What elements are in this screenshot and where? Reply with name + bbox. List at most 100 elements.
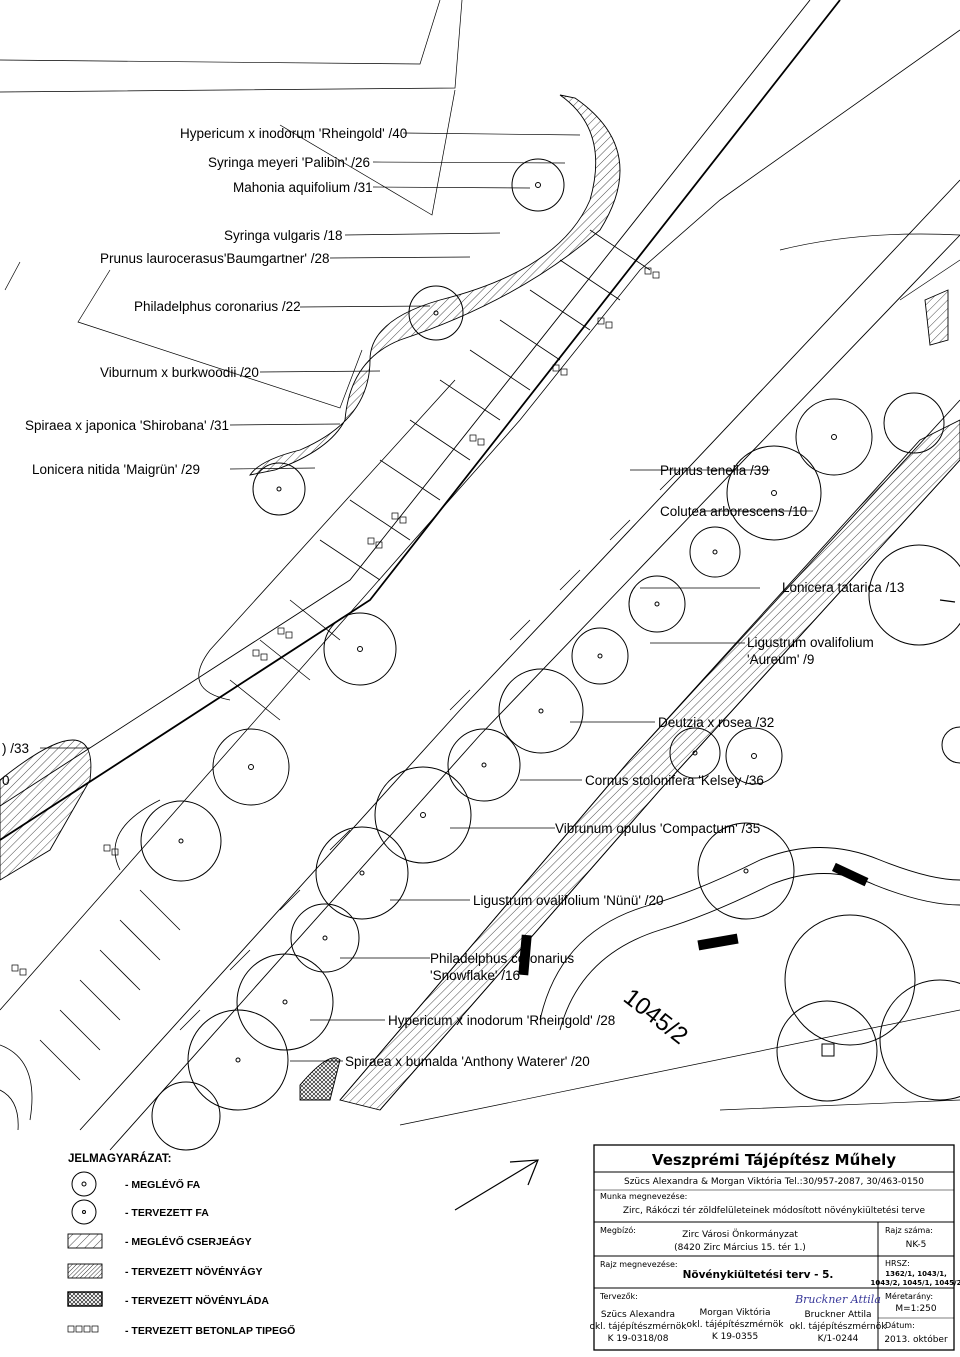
firm-name: Veszprémi Tájépítész Műhely: [652, 1151, 896, 1169]
client-label: Megbízó:: [600, 1225, 636, 1235]
plant-label: Hypericum x inodorum 'Rheingold' /40: [180, 126, 407, 141]
plant-label: Mahonia aquifolium /31: [233, 180, 373, 195]
stepping-stones: [11, 267, 660, 976]
trees: [140, 158, 960, 1151]
planter-box: [697, 933, 739, 951]
date-label: Dátum:: [885, 1321, 915, 1330]
tree-symbol: [883, 392, 945, 454]
tree-symbol: [941, 726, 960, 764]
plant-label: Ligustrum ovalifolium: [747, 635, 874, 650]
plant-label: Lonicera nitida 'Maigrün' /29: [32, 462, 200, 477]
designers-label: Tervezők:: [599, 1292, 638, 1301]
planter-box: [518, 934, 532, 976]
tree-symbol: [140, 800, 222, 882]
north-arrow-icon: [454, 1159, 539, 1211]
plant-label: Viburnum x burkwoodii /20: [100, 365, 259, 380]
tree-symbol: [868, 544, 960, 646]
plant-label: Syringa vulgaris /18: [224, 228, 343, 243]
scale-label: Méretarány:: [885, 1291, 933, 1301]
tree-symbol: [323, 612, 397, 686]
legend: JELMAGYARÁZAT: - MEGLÉVŐ FA - TERVEZETT …: [67, 1152, 295, 1337]
tree-symbol: [697, 822, 795, 920]
tree-symbol: [236, 953, 334, 1051]
tree-symbol: [726, 445, 822, 541]
work-name: Zirc, Rákóczi tér zöldfelületeinek módos…: [623, 1205, 926, 1216]
designer-id: K 19-0318/08: [608, 1334, 669, 1344]
plant-label: Hypericum x inodorum 'Rheingold' /28: [388, 1013, 615, 1028]
plant-label: Spiraea x japonica 'Shirobana' /31: [25, 418, 229, 433]
plant-label: Spiraea x bumalda 'Anthony Waterer' /20: [345, 1054, 590, 1069]
plant-label: 'Aureum' /9: [747, 652, 814, 667]
plant-labels: Hypericum x inodorum 'Rheingold' /40 Syr…: [2, 126, 904, 1069]
title-block-text: Veszprémi Tájépítész Műhely Szücs Alexan…: [590, 1151, 960, 1345]
plant-label: Philadelphus coronarius /22: [134, 299, 301, 314]
serpentine-bed: [249, 94, 621, 476]
plant-label: Lonicera tatarica /13: [782, 580, 904, 595]
designer-name: Morgan Viktória: [699, 1307, 770, 1318]
corner-bed: [924, 289, 949, 346]
plant-label: 'Snowflake' /16: [430, 968, 520, 983]
legend-item-planned-tree: - TERVEZETT FA: [125, 1207, 209, 1219]
designer-id: K/1-0244: [818, 1334, 859, 1344]
plant-label: 0: [2, 773, 10, 788]
hrsz-line2: 1043/2, 1045/1, 1045/2: [871, 1279, 960, 1287]
legend-existing-shrub-symbol: [67, 1233, 103, 1249]
tree-symbol: [725, 727, 783, 785]
plant-label: Prunus tenella /39: [660, 463, 769, 478]
tree-symbol: [151, 1081, 221, 1151]
legend-item-planter: - TERVEZETT NÖVÉNYLÁDA: [125, 1294, 269, 1307]
plant-label: Syringa meyeri 'Palibin' /26: [208, 155, 370, 170]
designer-title: okl. tájépítészmérnök: [590, 1321, 688, 1332]
dense-bed: [299, 1057, 341, 1101]
tree-symbol: [315, 826, 409, 920]
tree-symbol: [628, 575, 686, 633]
tree-symbol: [571, 627, 629, 685]
legend-planned-bed-symbol: [67, 1263, 103, 1279]
legend-planter-symbol: [67, 1291, 103, 1307]
designer-name: Bruckner Attila: [804, 1310, 871, 1320]
designer-id: K 19-0355: [712, 1332, 758, 1342]
tree-symbol: [252, 462, 306, 516]
leader-lines: [40, 132, 813, 1062]
title-block: [593, 1144, 955, 1351]
drawing-name: Növénykiültetési terv - 5.: [683, 1269, 834, 1281]
legend-stepping-stone-symbol: [67, 1325, 99, 1333]
tree-symbol: [784, 914, 916, 1046]
parking-stalls: [39, 229, 681, 1081]
legend-title: JELMAGYARÁZAT:: [68, 1152, 172, 1165]
plant-label: Prunus laurocerasus'Baumgartner' /28: [100, 251, 330, 266]
tree-symbol: [290, 903, 360, 973]
legend-item-stepping-stone: - TERVEZETT BETONLAP TIPEGŐ: [125, 1324, 295, 1337]
legend-item-planned-bed: - TERVEZETT NÖVÉNYÁGY: [125, 1265, 263, 1278]
planter-box: [831, 862, 869, 887]
left-bed: [0, 739, 92, 881]
tree-symbol: [374, 766, 472, 864]
tree-symbol: [408, 285, 464, 341]
designer-title: okl. tájépítészmérnök: [687, 1319, 785, 1330]
tree-symbol: [795, 398, 873, 476]
hrsz-line1: 1362/1, 1043/1,: [885, 1270, 947, 1278]
plant-label: Ligustrum ovalifolium 'Nünü' /20: [473, 893, 664, 908]
sheet-no: NK-5: [906, 1240, 927, 1250]
legend-planned-tree-symbol: [71, 1199, 97, 1225]
hrsz-label: HRSZ:: [885, 1259, 910, 1268]
legend-item-existing-tree: - MEGLÉVŐ FA: [125, 1178, 201, 1191]
firm-contact: Szücs Alexandra & Morgan Viktória Tel.:3…: [624, 1176, 924, 1187]
client-name: Zirc Városi Önkormányzat: [682, 1229, 798, 1240]
legend-existing-tree-symbol: [71, 1171, 97, 1197]
planting-strip: [339, 419, 960, 1111]
plant-label: ) /33: [2, 741, 29, 756]
tree-symbol: [776, 1000, 878, 1102]
tree-symbol: [212, 728, 290, 806]
planter-boxes: [518, 862, 869, 976]
tree-symbol: [669, 727, 721, 779]
tree-symbol: [498, 668, 584, 754]
scale: M=1:250: [895, 1304, 937, 1314]
plant-label: Philadelphus coronarius: [430, 951, 574, 966]
tree-symbol: [447, 728, 521, 802]
designer-title: okl. tájépítészmérnök: [790, 1321, 888, 1332]
plant-label: Vibrunum opulus 'Compactum' /35: [555, 821, 760, 836]
legend-item-existing-shrub: - MEGLÉVŐ CSERJEÁGY: [125, 1235, 252, 1248]
work-name-label: Munka megnevezése:: [600, 1191, 687, 1201]
